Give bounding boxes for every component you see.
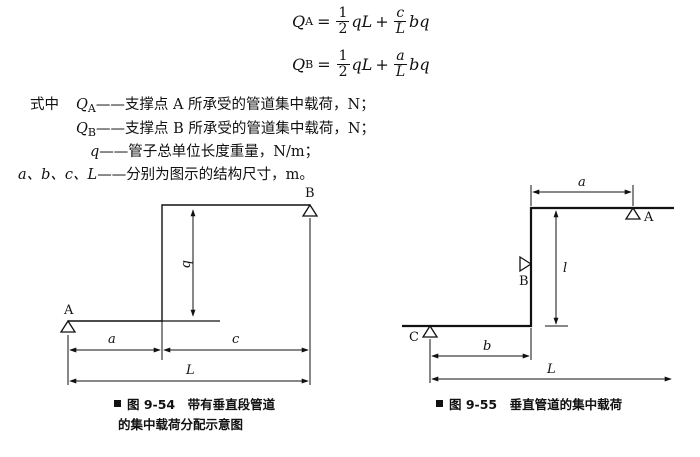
fig54-label-c: c <box>232 332 240 347</box>
formula-qb-lhs: Q <box>292 55 306 74</box>
fig55-support-c-icon <box>421 324 439 338</box>
fig54-caption-line2-wrap: 的集中载荷分配示意图 <box>118 414 243 433</box>
caption-square-icon <box>436 400 443 407</box>
legend-item-qb: QB——支撑点 B 所承受的管道集中载荷，N； <box>76 121 376 139</box>
fig54-caption-line1: 图 9-54 带有垂直段管道 <box>127 397 276 412</box>
formula-qa-sub: A <box>305 15 314 28</box>
fig55-label-b: b <box>483 339 491 354</box>
fig55-label-b-point: B <box>519 274 529 289</box>
formula-qb-tail: bq <box>409 55 430 74</box>
legend-item-dims: a、b、c、L——分别为图示的结构尺寸，m。 <box>18 167 314 183</box>
legend-item-q: q——管子总单位长度重量，N/m； <box>90 144 320 160</box>
caption-square-icon <box>114 400 121 407</box>
fig55-label-a-point: A <box>643 210 654 225</box>
fig54-support-a-icon <box>59 319 77 333</box>
fig55-label-c-point: C <box>409 330 419 345</box>
fig54-label-b-point: B <box>305 186 315 201</box>
formula-qa-mid: qL <box>351 12 373 31</box>
formula-qb-sub: B <box>305 58 314 71</box>
fig55-support-a-icon <box>624 206 642 220</box>
fig55-support-b-icon <box>519 255 533 273</box>
fig55-label-l: L <box>546 362 556 377</box>
fig54-label-a: a <box>108 332 116 347</box>
fig55-diagram <box>402 185 674 383</box>
fig54-label-l: L <box>185 363 195 378</box>
legend-item-qa: QA——支撑点 A 所承受的管道集中载荷，N； <box>76 97 375 115</box>
fig55-pipe <box>402 206 674 328</box>
fig54-label-a-point: A <box>63 303 74 318</box>
fig54-pipe <box>68 204 310 322</box>
formula-qa-tail: bq <box>408 12 430 31</box>
fig55-label-a: a <box>578 175 586 190</box>
fig54-support-b-icon <box>301 203 319 217</box>
fig55-caption-text: 图 9-55 垂直管道的集中载荷 <box>449 397 623 412</box>
fig55-caption: 图 9-55 垂直管道的集中载荷 <box>436 394 622 413</box>
fig54-caption-line2: 的集中载荷分配示意图 <box>118 417 244 432</box>
fig54-diagram <box>59 203 319 385</box>
fig54-caption: 图 9-54 带有垂直段管道 <box>114 394 275 413</box>
legend-lead: 式中 <box>30 97 59 113</box>
formula-qb-mid: qL <box>351 55 373 74</box>
formula-qa-lhs: Q <box>292 12 306 31</box>
fig54-label-b: b <box>179 260 194 268</box>
fig55-label-l-small: l <box>563 261 567 276</box>
